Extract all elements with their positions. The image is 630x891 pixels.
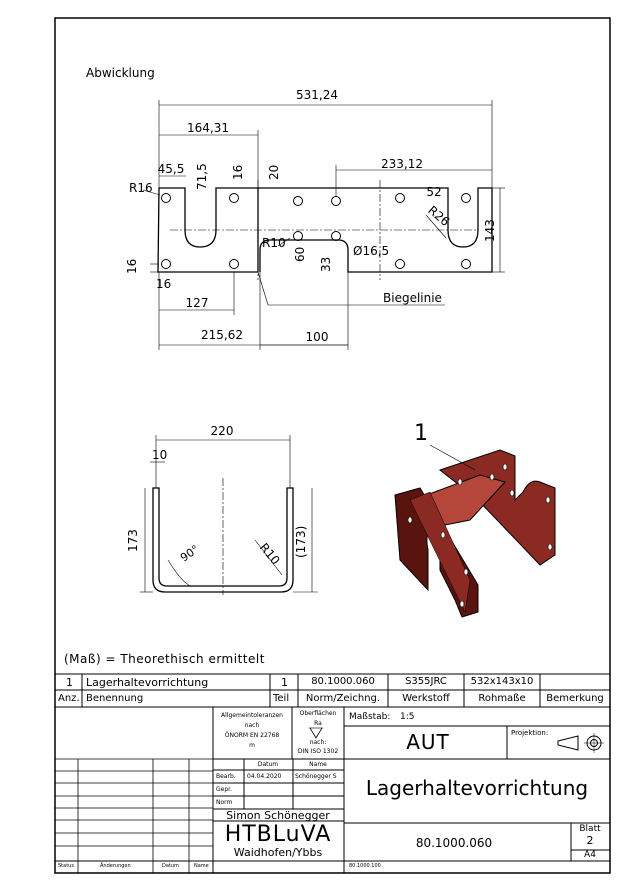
projection-label: Projektion:	[511, 729, 549, 737]
sheet-format: A4	[584, 850, 596, 860]
drawing-title: Lagerhaltevorrichtung	[365, 776, 589, 800]
role-checked: Gepr.	[216, 786, 232, 793]
dim-33: 33	[319, 256, 333, 272]
dim-section-height: 173	[126, 529, 140, 552]
school-name: HTBLuVA	[224, 822, 332, 847]
dim-hole-edge-bottom: 16	[125, 258, 139, 274]
dim-section-thickness: 10	[152, 448, 168, 462]
country-code: AUT	[406, 730, 450, 754]
dim-section-height-theoretical: (173)	[294, 525, 308, 558]
date-column-header: Datum	[257, 761, 279, 768]
dim-section-width: 220	[210, 424, 234, 438]
parts-header-pos: Anz.	[58, 693, 80, 704]
surface-line-4: DIN ISO 1302	[297, 748, 339, 755]
flat-pattern-title: Abwicklung	[86, 66, 155, 80]
parts-row-material: S355JRC	[405, 676, 447, 687]
surface-line-1: Oberflächen	[299, 710, 337, 717]
tolerance-line-1: Allgemeintoleranzen	[221, 712, 283, 719]
rev-header-name: Name	[194, 863, 209, 869]
dim-right-section: 233,12	[381, 157, 423, 171]
parts-row-drawing-no: 80.1000.060	[311, 676, 375, 687]
rev-header-date: Datum	[162, 863, 179, 869]
parts-row-pos: 1	[66, 676, 73, 689]
dim-radius-r10-flat: R10	[262, 236, 286, 250]
parts-header-name: Benennung	[86, 693, 144, 704]
dim-52: 52	[426, 185, 442, 199]
dim-100: 100	[305, 330, 329, 344]
theoretical-note: (Maß) = Theorethisch ermittelt	[64, 652, 265, 666]
bend-line-label: Biegelinie	[383, 291, 442, 305]
parts-header-remark: Bemerkung	[546, 693, 604, 704]
edited-name: Schönegger S	[295, 773, 337, 780]
parts-row-raw-size: 532x143x10	[470, 676, 534, 687]
section-view	[140, 435, 318, 595]
rev-header-status: Status	[58, 863, 74, 869]
parts-row-qty: 1	[281, 676, 288, 689]
dim-height-143: 143	[483, 219, 497, 242]
role-edited: Bearb.	[216, 773, 236, 780]
dim-overall-length: 531,24	[296, 88, 338, 102]
school-location: Waidhofen/Ybbs	[233, 846, 323, 859]
parts-header-qty: Teil	[273, 693, 290, 704]
parts-header-material: Werkstoff	[402, 693, 450, 704]
tolerance-line-4: m	[249, 742, 255, 749]
dim-slot-offset: 45,5	[157, 162, 185, 176]
role-norm: Norm	[216, 799, 233, 806]
dim-127: 127	[185, 296, 209, 310]
sheet-label: Blatt	[579, 824, 601, 834]
name-column-header: Name	[309, 761, 327, 768]
dim-215: 215,62	[201, 328, 243, 342]
sheet-border	[54, 17, 611, 874]
scale-label: Maßstab:	[349, 712, 391, 722]
parts-header-drawing-no: Norm/Zeichng.	[305, 693, 381, 704]
edited-date: 04.04.2020	[247, 773, 282, 780]
parts-header-raw-size: Rohmaße	[478, 693, 526, 704]
dim-20: 20	[267, 164, 281, 180]
drawing-number: 80.1000.060	[415, 836, 493, 850]
scale-value: 1:5	[400, 712, 415, 722]
flat-pattern-view	[142, 100, 505, 350]
dim-hole-diameter: Ø16,5	[353, 244, 390, 258]
tolerance-line-3: ÖNORM EN 22768	[224, 732, 280, 739]
surface-line-3: nach:	[309, 739, 327, 746]
footer-drawing-number: 80.1000.100	[349, 863, 381, 869]
dim-hole-edge-top: 16	[231, 164, 245, 180]
isometric-part	[394, 444, 556, 618]
sheet-number: 2	[586, 834, 594, 847]
surface-line-2: Ra	[314, 720, 322, 727]
dim-hole-edge-left: 16	[156, 277, 172, 291]
tolerance-line-2: nach	[244, 722, 260, 729]
dim-slot-depth: 71,5	[195, 163, 209, 190]
parts-row-name: Lagerhaltevorrichtung	[86, 676, 209, 689]
dim-radius-r16: R16	[129, 181, 153, 195]
dim-60: 60	[293, 246, 307, 262]
title-block-grid	[54, 706, 611, 874]
rev-header-changes: Änderungen	[100, 863, 131, 869]
author-name: Simon Schönegger	[226, 809, 330, 822]
item-balloon-1: 1	[414, 421, 428, 446]
dim-bend-position: 164,31	[187, 121, 229, 135]
